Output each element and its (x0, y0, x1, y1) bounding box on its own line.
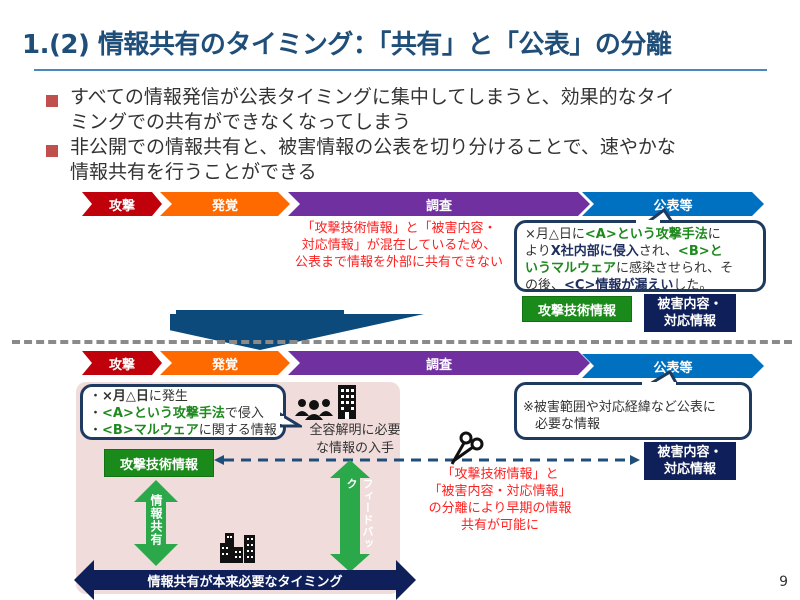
sharing-timing-arrow (74, 560, 416, 600)
attack-technique-info-box: 攻撃技術情報 (522, 296, 632, 322)
sharing-timing-arrow-label: 情報共有が本来必要なタイミング (147, 575, 343, 590)
text: ・ (89, 423, 103, 438)
bubble-line: ・×月△日に発生 (89, 388, 277, 405)
bullet-2-line-1: 非公開での情報共有と、被害情報の公表を切り分けることで、速やかな (70, 136, 676, 158)
label-line: 被害内容・ (657, 445, 723, 460)
text: に感染させられ、そ (616, 261, 734, 276)
bubble-tail-cover (642, 382, 676, 388)
phase-attack-label: 攻撃 (108, 357, 135, 373)
label-line: 対応情報 (663, 462, 716, 477)
leak-text: <C>情報が漏えい (564, 278, 674, 293)
bullet-1-line-1: すべての情報発信が公表タイミングに集中してしまうと、効果的なタイ (70, 86, 675, 108)
text: に関する情報 (198, 423, 277, 438)
bullet-marker (46, 145, 58, 157)
note-line: 「攻撃技術情報」と「被害内容・ (301, 221, 497, 236)
text: に (707, 227, 721, 242)
info-sharing-arrow (134, 480, 178, 566)
people-group-icon (295, 399, 333, 420)
intrusion-text: X社内部に侵入 (550, 244, 639, 259)
phase-attack: 攻撃 (82, 351, 162, 375)
bubble-line: 必要な情報 (535, 417, 601, 432)
phase-attack-label: 攻撃 (108, 198, 135, 214)
info-acquisition-note: 全容解明に必要 な情報の入手 (300, 422, 410, 458)
note-line: 全容解明に必要 (309, 423, 401, 438)
city-buildings-icon (220, 533, 255, 563)
bubble-line: ・<A>という攻撃手法で侵入 (89, 405, 277, 422)
malware-text: <B>マルウェア (102, 423, 199, 438)
info-sharing-arrow-label: 情報共有 (149, 494, 163, 546)
note-line: の分離により早期の情報 (428, 501, 572, 516)
bullet-2-line-2: 情報共有を行うことができる (70, 161, 317, 183)
office-building-icon (338, 385, 356, 419)
bubble-tail (280, 412, 302, 428)
text: より (525, 244, 551, 259)
phase-detect: 発覚 (160, 351, 290, 375)
attack-info-bubble: ・×月△日に発生 ・<A>という攻撃手法で侵入 ・<B>マルウェアに関する情報 (80, 384, 286, 440)
phase-publish: 公表等 (582, 354, 764, 378)
title-underline (34, 69, 767, 71)
bullet-1-line-2: ミングでの共有ができなくなってしまう (70, 111, 412, 133)
damage-response-info-box: 被害内容・対応情報 (644, 442, 736, 480)
damage-response-info-box: 被害内容・対応情報 (644, 294, 736, 332)
text: ・ (89, 389, 103, 404)
phase-detect-label: 発覚 (211, 357, 238, 373)
page-title: 1.(2) 情報共有のタイミング：「共有」と「公表」の分離 (22, 30, 672, 60)
phase-publish-label: 公表等 (653, 360, 693, 376)
text: で侵入 (224, 406, 264, 421)
label-line: 被害内容・ (657, 297, 723, 312)
bubble-line: ・<B>マルウェアに関する情報 (89, 422, 277, 439)
label-line: 対応情報 (663, 314, 716, 329)
page-number: 9 (779, 574, 788, 590)
publication-info-bubble: ※被害範囲や対応経緯など公表に 必要な情報 (514, 382, 752, 440)
note-line: 「攻撃技術情報」と (441, 467, 559, 482)
phase-detect: 発覚 (160, 192, 290, 216)
attack-technique-info-box: 攻撃技術情報 (104, 449, 214, 477)
bullet-marker (46, 95, 58, 107)
phase-attack: 攻撃 (82, 192, 162, 216)
note-line: な情報の入手 (315, 441, 394, 456)
attack-method-text: <A>という攻撃手法 (584, 227, 708, 242)
text: ×月△日に (525, 227, 585, 242)
mixed-info-note: 「攻撃技術情報」と「被害内容・ 対応情報」が混在しているため、 公表まで情報を外… (284, 220, 514, 271)
text: の後、 (525, 278, 565, 293)
incident-description-bubble: ×月△日に<A>という攻撃手法に よりX社内部に侵入され、<B>と いうマルウェ… (514, 220, 766, 293)
text: した。 (673, 278, 713, 293)
phase-investigate: 調査 (288, 351, 590, 375)
bubble-tail-cover (636, 220, 660, 226)
phase-investigate: 調査 (288, 192, 590, 216)
bubble-line: ※被害範囲や対応経緯など公表に (523, 400, 716, 415)
text: され、 (638, 244, 678, 259)
note-line: 対応情報」が混在しているため、 (301, 238, 497, 253)
attack-method-text: <A>という攻撃手法 (102, 406, 225, 421)
separation-dashed-arrow (214, 455, 640, 465)
section-divider (12, 340, 792, 344)
bullet-2: 非公開での情報共有と、被害情報の公表を切り分けることで、速やかな 情報共有を行う… (70, 135, 770, 185)
phase-investigate-label: 調査 (425, 357, 452, 373)
scissors-icon (450, 431, 484, 465)
malware-text: いうマルウェア (525, 261, 617, 276)
phase-detect-label: 発覚 (211, 198, 238, 214)
date-text: ×月△日 (102, 389, 149, 404)
note-line: 公表まで情報を外部に共有できない (294, 255, 503, 270)
malware-text: <B>と (677, 244, 723, 259)
text: に発生 (148, 389, 188, 404)
feedback-arrow-label: フィードバック (345, 478, 374, 550)
feedback-arrow (330, 460, 370, 572)
note-line: 共有が可能に (460, 518, 539, 533)
bullet-1: すべての情報発信が公表タイミングに集中してしまうと、効果的なタイ ミングでの共有… (70, 85, 770, 135)
text: ・ (89, 406, 103, 421)
phase-investigate-label: 調査 (425, 198, 452, 214)
separation-benefit-note: 「攻撃技術情報」と 「被害内容・対応情報」 の分離により早期の情報 共有が可能に (400, 466, 600, 534)
note-line: 「被害内容・対応情報」 (428, 484, 572, 499)
